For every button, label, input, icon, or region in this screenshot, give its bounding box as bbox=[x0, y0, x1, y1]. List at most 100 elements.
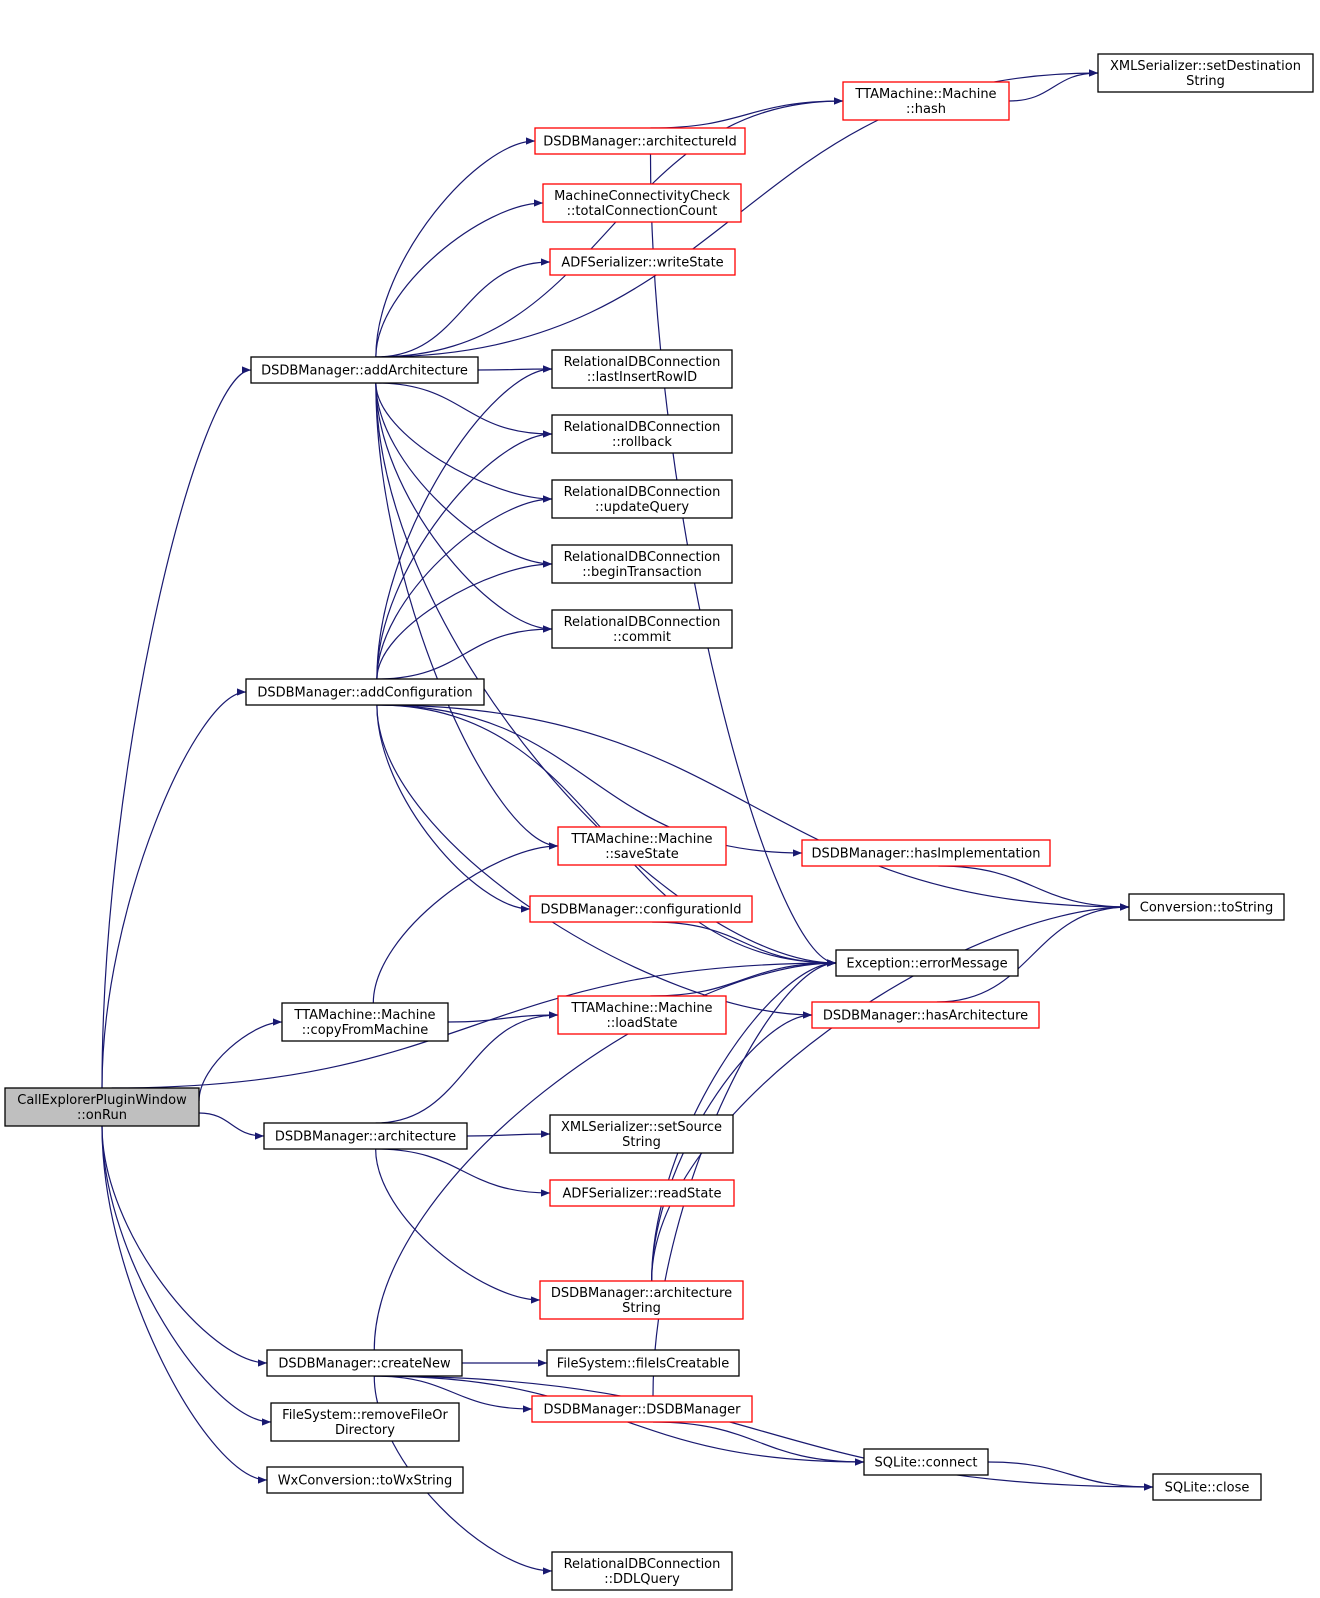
node-label-hasImpl-0: DSDBManager::hasImplementation bbox=[812, 847, 1041, 862]
node-confId[interactable]: DSDBManager::configurationId bbox=[529, 895, 753, 923]
node-updateQuery[interactable]: RelationalDBConnection::updateQuery bbox=[551, 479, 733, 519]
node-box-setDest[interactable] bbox=[1097, 53, 1314, 93]
node-commit[interactable]: RelationalDBConnection::commit bbox=[551, 609, 733, 649]
node-box-confId[interactable] bbox=[529, 895, 753, 923]
node-connect[interactable]: SQLite::connect bbox=[863, 1448, 989, 1476]
node-label-onRun-0: CallExplorerPluginWindow bbox=[17, 1093, 187, 1108]
node-label-toString-0: Conversion::toString bbox=[1140, 901, 1274, 916]
node-totalConn[interactable]: MachineConnectivityCheck::totalConnectio… bbox=[542, 183, 742, 223]
node-box-toString[interactable] bbox=[1128, 893, 1285, 921]
node-saveState[interactable]: TTAMachine::Machine::saveState bbox=[557, 826, 727, 866]
edge-archString-to-toString bbox=[651, 903, 1130, 1282]
node-label-fileCreatable-0: FileSystem::fileIsCreatable bbox=[557, 1357, 729, 1372]
node-box-connect[interactable] bbox=[863, 1448, 989, 1476]
edge-loadState-to-errMsg bbox=[650, 959, 837, 997]
node-toString[interactable]: Conversion::toString bbox=[1128, 893, 1285, 921]
node-label-totalConn-0: MachineConnectivityCheck bbox=[554, 189, 730, 204]
node-label-confId-0: DSDBManager::configurationId bbox=[540, 903, 741, 918]
node-onRun[interactable]: CallExplorerPluginWindow::onRun bbox=[4, 1087, 200, 1127]
node-box-beginTrans[interactable] bbox=[551, 544, 733, 584]
node-box-toWx[interactable] bbox=[266, 1466, 464, 1494]
edge-connect-to-close bbox=[987, 1461, 1154, 1491]
node-ddlQuery[interactable]: RelationalDBConnection::DDLQuery bbox=[551, 1551, 733, 1591]
node-box-createNew[interactable] bbox=[266, 1349, 463, 1377]
node-box-updateQuery[interactable] bbox=[551, 479, 733, 519]
node-label-hash-0: TTAMachine::Machine bbox=[854, 87, 996, 102]
node-box-totalConn[interactable] bbox=[542, 183, 742, 223]
node-box-removeFile[interactable] bbox=[270, 1402, 460, 1442]
node-box-hasImpl[interactable] bbox=[801, 839, 1051, 867]
node-box-errMsg[interactable] bbox=[835, 949, 1019, 977]
edge-onRun-to-removeFile bbox=[101, 1125, 272, 1426]
node-box-close[interactable] bbox=[1152, 1473, 1262, 1501]
node-beginTrans[interactable]: RelationalDBConnection::beginTransaction bbox=[551, 544, 733, 584]
node-box-archId[interactable] bbox=[534, 127, 746, 155]
node-box-setSource[interactable] bbox=[549, 1114, 734, 1154]
node-box-onRun[interactable] bbox=[4, 1087, 200, 1127]
edge-onRun-to-arch bbox=[198, 1112, 265, 1140]
node-box-addConf[interactable] bbox=[245, 678, 485, 706]
edge-archString-to-hasArch bbox=[651, 1011, 813, 1282]
node-createNew[interactable]: DSDBManager::createNew bbox=[266, 1349, 463, 1377]
node-box-dsdbCtor[interactable] bbox=[531, 1395, 753, 1423]
node-label-setDest-1: String bbox=[1186, 74, 1225, 89]
node-close[interactable]: SQLite::close bbox=[1152, 1473, 1262, 1501]
node-errMsg[interactable]: Exception::errorMessage bbox=[835, 949, 1019, 977]
edge-copyFrom-to-loadState bbox=[447, 1011, 559, 1023]
node-label-saveState-1: ::saveState bbox=[605, 847, 679, 862]
node-label-commit-1: ::commit bbox=[613, 630, 671, 645]
call-edges bbox=[101, 69, 1154, 1575]
node-label-arch-0: DSDBManager::architecture bbox=[275, 1130, 456, 1145]
node-box-addArch[interactable] bbox=[250, 356, 479, 384]
node-box-ddlQuery[interactable] bbox=[551, 1551, 733, 1591]
edge-addConf-to-beginTrans bbox=[376, 560, 553, 680]
edge-addArch-to-errMsg bbox=[375, 382, 837, 967]
node-archId[interactable]: DSDBManager::architectureId bbox=[534, 127, 746, 155]
edge-hasArch-to-toString bbox=[936, 903, 1130, 1003]
node-box-commit[interactable] bbox=[551, 609, 733, 649]
node-box-arch[interactable] bbox=[263, 1122, 468, 1150]
node-addConf[interactable]: DSDBManager::addConfiguration bbox=[245, 678, 485, 706]
node-box-saveState[interactable] bbox=[557, 826, 727, 866]
node-box-hasArch[interactable] bbox=[811, 1001, 1040, 1029]
node-box-adfWrite[interactable] bbox=[549, 248, 736, 276]
edge-archId-to-errMsg bbox=[649, 153, 837, 967]
node-box-loadState[interactable] bbox=[557, 995, 727, 1035]
node-label-rollback-1: ::rollback bbox=[612, 435, 672, 450]
edge-addArch-to-beginTrans bbox=[375, 382, 553, 568]
node-addArch[interactable]: DSDBManager::addArchitecture bbox=[250, 356, 479, 384]
node-toWx[interactable]: WxConversion::toWxString bbox=[266, 1466, 464, 1494]
edge-onRun-to-addConf bbox=[101, 688, 247, 1089]
node-box-archString[interactable] bbox=[539, 1280, 744, 1320]
edge-addArch-to-adfWrite bbox=[375, 258, 551, 358]
node-rollback[interactable]: RelationalDBConnection::rollback bbox=[551, 414, 733, 454]
node-hasImpl[interactable]: DSDBManager::hasImplementation bbox=[801, 839, 1051, 867]
node-hasArch[interactable]: DSDBManager::hasArchitecture bbox=[811, 1001, 1040, 1029]
node-loadState[interactable]: TTAMachine::Machine::loadState bbox=[557, 995, 727, 1035]
node-hash[interactable]: TTAMachine::Machine::hash bbox=[842, 81, 1010, 121]
node-box-lastInsert[interactable] bbox=[551, 349, 733, 389]
node-label-commit-0: RelationalDBConnection bbox=[564, 615, 721, 630]
node-dsdbCtor[interactable]: DSDBManager::DSDBManager bbox=[531, 1395, 753, 1423]
node-box-rollback[interactable] bbox=[551, 414, 733, 454]
node-adfRead[interactable]: ADFSerializer::readState bbox=[549, 1179, 735, 1207]
node-arch[interactable]: DSDBManager::architecture bbox=[263, 1122, 468, 1150]
node-copyFrom[interactable]: TTAMachine::Machine::copyFromMachine bbox=[281, 1002, 449, 1042]
call-nodes: CallExplorerPluginWindow::onRunDSDBManag… bbox=[4, 53, 1314, 1591]
edge-addConf-to-lastInsert bbox=[376, 365, 553, 680]
node-lastInsert[interactable]: RelationalDBConnection::lastInsertRowID bbox=[551, 349, 733, 389]
node-box-copyFrom[interactable] bbox=[281, 1002, 449, 1042]
node-adfWrite[interactable]: ADFSerializer::writeState bbox=[549, 248, 736, 276]
node-box-adfRead[interactable] bbox=[549, 1179, 735, 1207]
node-label-archString-0: DSDBManager::architecture bbox=[551, 1286, 732, 1301]
edge-addArch-to-archId bbox=[375, 137, 536, 358]
node-box-hash[interactable] bbox=[842, 81, 1010, 121]
node-fileCreatable[interactable]: FileSystem::fileIsCreatable bbox=[546, 1349, 740, 1377]
edge-arch-to-adfRead bbox=[375, 1148, 551, 1197]
node-label-lastInsert-1: ::lastInsertRowID bbox=[587, 370, 697, 385]
node-box-fileCreatable[interactable] bbox=[546, 1349, 740, 1377]
